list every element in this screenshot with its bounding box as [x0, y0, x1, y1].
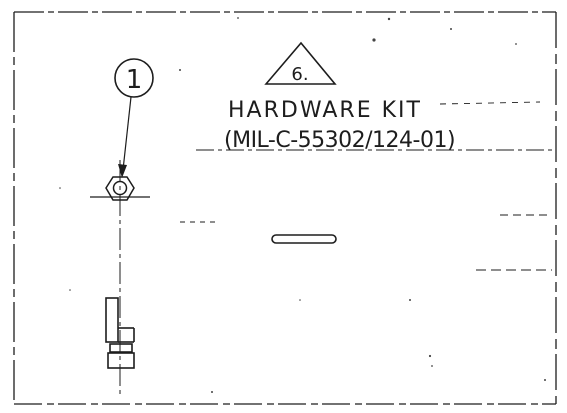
pin-washer	[271, 234, 337, 244]
spec-number: (MIL-C-55302/124-01)	[224, 128, 455, 153]
hardware-kit-title: HARDWARE KIT	[228, 98, 422, 123]
bracket-screw	[105, 297, 135, 369]
extension-lines	[180, 101, 552, 271]
hex-nut	[90, 176, 150, 201]
scan-noise	[59, 17, 546, 393]
note-flag: 6.	[264, 41, 337, 85]
note-flag-number: 6.	[291, 64, 308, 85]
item-balloon-number: 1	[126, 65, 143, 95]
drawing-border	[13, 11, 557, 405]
item-balloon: 1	[114, 58, 154, 98]
